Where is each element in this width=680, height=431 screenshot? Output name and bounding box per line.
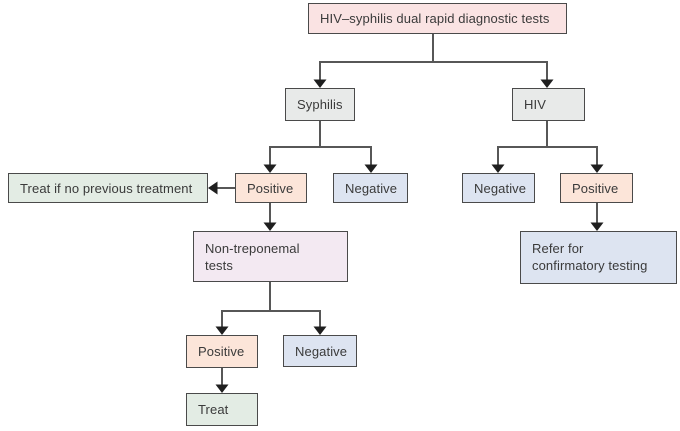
connector-nontreponemal-split [221,282,321,327]
node-syphilis-negative: Negative [333,173,408,203]
node-hiv-negative: Negative [462,173,535,203]
arrowhead-to-refer [590,222,604,231]
connector-hiv-split [497,121,598,165]
node-hiv-positive-label: Positive [572,180,619,196]
node-treat: Treat [186,393,258,426]
arrowhead-to-syphilis [313,79,327,88]
arrowhead-to-hiv [540,79,554,88]
arrowhead-to-syphilis-positive [263,164,277,173]
node-hiv-negative-label: Negative [474,180,527,196]
node-syphilis-negative-label: Negative [345,180,398,196]
node-dual-rapid-tests-root: HIV–syphilis dual rapid diagnostic tests [308,3,567,34]
connector-root-split [319,34,548,80]
node-non-treponemal-tests-label: Non-treponemal tests [205,241,300,273]
arrowhead-to-nt-negative [313,326,327,335]
node-refer-confirmatory-testing: Refer for confirmatory testing [520,231,677,284]
node-nontreponemal-positive-label: Positive [198,344,245,359]
node-nontreponemal-positive: Positive [186,335,258,368]
node-refer-confirmatory-testing-label: Refer for confirmatory testing [532,241,648,273]
arrowhead-to-treat [215,384,229,393]
node-hiv-label: HIV [524,97,546,112]
node-non-treponemal-tests: Non-treponemal tests [193,231,348,282]
arrowhead-to-hiv-positive [590,164,604,173]
node-syphilis-positive: Positive [235,173,307,203]
node-syphilis-label: Syphilis [297,97,343,112]
arrowhead-to-nontreponemal [263,222,277,231]
arrowhead-to-hiv-negative [491,164,505,173]
arrowhead-to-treat-if [208,181,218,195]
node-dual-rapid-tests-label: HIV–syphilis dual rapid diagnostic tests [320,11,550,26]
node-hiv: HIV [512,88,585,121]
node-syphilis: Syphilis [285,88,355,121]
node-nontreponemal-negative-label: Negative [295,343,348,359]
node-treat-label: Treat [198,402,229,417]
node-treat-if-no-previous-treatment-label: Treat if no previous treatment [20,180,193,196]
connector-syphilis-split [269,121,372,165]
node-treat-if-no-previous-treatment: Treat if no previous treatment [8,173,208,203]
node-hiv-positive: Positive [560,173,633,203]
arrowhead-to-syphilis-negative [364,164,378,173]
node-nontreponemal-negative: Negative [283,335,357,367]
node-syphilis-positive-label: Positive [247,180,294,196]
arrowhead-to-nt-positive [215,326,229,335]
